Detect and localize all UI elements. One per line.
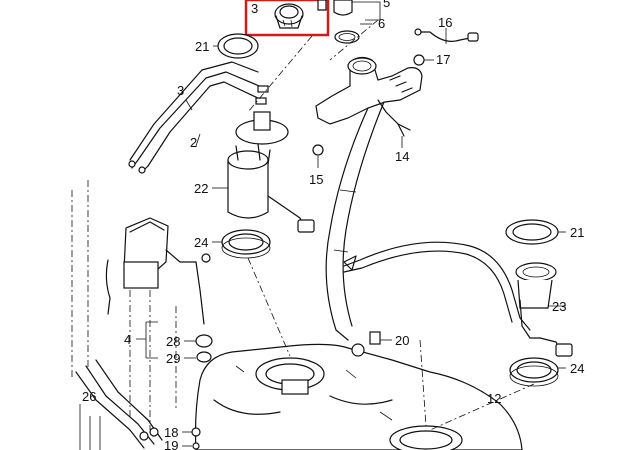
part-21-seal-ring-right [505, 219, 566, 245]
center-lines [71, 19, 535, 431]
callout-4: 4 [124, 332, 131, 347]
callout-12: 12 [487, 391, 501, 406]
callout-21-right: 21 [570, 225, 584, 240]
part-15-bolt [312, 144, 324, 168]
callout-14: 14 [395, 149, 409, 164]
callout-15: 15 [309, 172, 323, 187]
callout-23: 23 [552, 299, 566, 314]
callout-28: 28 [166, 334, 180, 349]
callout-19: 19 [164, 438, 178, 450]
part-filter-assembly [105, 217, 211, 325]
callout-17: 17 [436, 52, 450, 67]
part-16-sensor [414, 28, 479, 44]
callout-21-left: 21 [195, 39, 209, 54]
part-20-bolt [369, 331, 392, 345]
part-23-sender [515, 262, 573, 357]
part-19-bolt [182, 442, 200, 450]
part-28-nut [184, 334, 213, 348]
callout-3-pipe: 3 [177, 83, 184, 98]
callout-3-top: 3 [251, 1, 258, 16]
part-fuel-tank [194, 343, 523, 450]
part-24-ring-left [212, 229, 271, 259]
callout-29: 29 [166, 351, 180, 366]
callout-2: 2 [190, 135, 197, 150]
callout-22: 22 [194, 181, 208, 196]
part-24-ring-right [509, 357, 566, 387]
callout-20: 20 [395, 333, 409, 348]
part-22-fuel-pump [212, 111, 315, 233]
part-14-filler-neck [315, 56, 423, 341]
callout-26: 26 [82, 389, 96, 404]
part-17-bolt [413, 54, 434, 66]
part-2-3-fuel-lines [128, 61, 269, 174]
callout-24-right: 24 [570, 361, 584, 376]
part-29-nut [184, 351, 212, 363]
highlight-box [244, 0, 330, 37]
callout-24-left: 24 [194, 235, 208, 250]
part-21-seal-ring-left [213, 33, 259, 59]
leader-4-bracket [136, 321, 158, 359]
callout-6: 6 [378, 16, 385, 31]
part-18-bolt [182, 427, 201, 437]
part-3-cap [274, 3, 304, 29]
part-6-seal [334, 23, 372, 44]
callout-5: 5 [383, 0, 390, 10]
callout-16: 16 [438, 15, 452, 30]
part-right-lines [343, 241, 531, 331]
part-26-lines [75, 359, 163, 450]
part-5-cap [317, 0, 381, 21]
callout-18: 18 [164, 425, 178, 440]
